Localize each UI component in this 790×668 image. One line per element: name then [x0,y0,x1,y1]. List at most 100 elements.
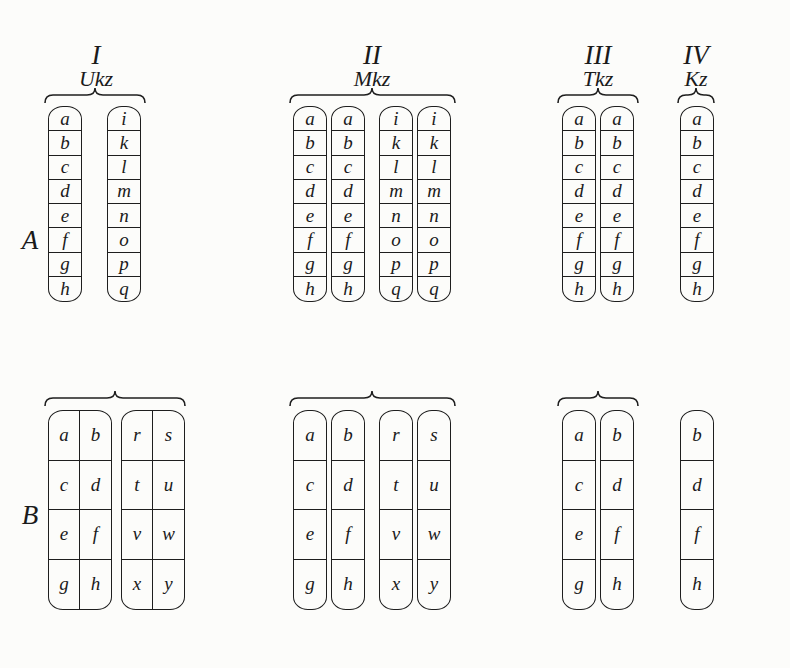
germ-column: iklmnopq [107,106,141,302]
germ-column: bdfh [680,410,714,610]
group-numeral: I [92,40,101,71]
id-letter: e [601,204,633,228]
id-letter: b [601,131,633,155]
id-letter: c [563,461,595,511]
id-letter: a [601,107,633,131]
brace [45,391,185,406]
id-letter: a [49,411,80,461]
germ-column: abcdefgh [680,106,714,302]
id-letter: r [380,411,412,461]
id-letter: p [380,253,412,277]
id-letter: g [294,560,326,610]
id-letter: d [681,180,713,204]
germ-column: iklmnopq [379,106,413,302]
id-letter: f [681,228,713,252]
germ-column: abcdefgh [331,106,365,302]
id-letter: d [601,180,633,204]
germ-column: iklmnopq [417,106,451,302]
id-letter: g [681,253,713,277]
id-letter: h [563,277,595,301]
id-letter: s [418,411,450,461]
id-letter: a [681,107,713,131]
id-letter: v [380,510,412,560]
id-letter: o [380,228,412,252]
id-letter: l [418,156,450,180]
id-letter: m [380,180,412,204]
id-letter: e [681,204,713,228]
id-letter: b [332,411,364,461]
id-letter: a [49,107,81,131]
germ-column: abcdefgh [48,106,82,302]
germ-column: abcdefgh [293,106,327,302]
group-name: Tkz [583,66,614,92]
id-letter: p [108,253,140,277]
id-letter: c [49,461,80,511]
id-letter: b [80,411,111,461]
id-letter: a [563,411,595,461]
germ-column: rstuvwxy [121,410,185,610]
id-letter: o [418,228,450,252]
id-letter: g [49,560,80,610]
id-letter: m [418,180,450,204]
id-letter: q [380,277,412,301]
germ-column: suwy [417,410,451,610]
id-letter: e [563,510,595,560]
germ-column: aceg [562,410,596,610]
id-letter: f [294,228,326,252]
brace [558,391,638,406]
id-letter: m [108,180,140,204]
germ-column: aceg [293,410,327,610]
id-letter: x [122,560,153,610]
id-letter: h [681,560,713,610]
id-letter: c [332,156,364,180]
row-label: A [22,225,39,256]
id-letter: e [49,204,81,228]
id-letter: f [49,228,81,252]
id-letter: c [49,156,81,180]
id-letter: b [563,131,595,155]
id-letter: f [601,510,633,560]
id-letter: h [332,277,364,301]
id-letter: c [563,156,595,180]
germ-column: abcdefgh [600,106,634,302]
id-letter: i [108,107,140,131]
id-letter: q [418,277,450,301]
id-letter: v [122,510,153,560]
id-letter: d [332,461,364,511]
id-letter: g [563,560,595,610]
group-name: Kz [684,66,707,92]
id-letter: b [332,131,364,155]
id-letter: c [294,461,326,511]
id-letter: t [380,461,412,511]
id-letter: d [294,180,326,204]
id-letter: g [563,253,595,277]
id-letter: k [108,131,140,155]
id-letter: x [380,560,412,610]
group-name: Ukz [79,66,113,92]
id-letter: h [332,560,364,610]
group-numeral: III [585,40,612,71]
id-letter: e [332,204,364,228]
id-letter: u [153,461,184,511]
id-letter: r [122,411,153,461]
id-letter: y [153,560,184,610]
id-letter: d [681,461,713,511]
id-letter: f [80,510,111,560]
id-letter: b [294,131,326,155]
id-letter: g [601,253,633,277]
group-numeral: II [363,40,381,71]
id-letter: n [380,204,412,228]
id-letter: n [108,204,140,228]
id-letter: f [332,228,364,252]
germ-column: abcdefgh [562,106,596,302]
id-letter: b [49,131,81,155]
id-letter: a [332,107,364,131]
id-letter: b [681,131,713,155]
germ-column: rtvx [379,410,413,610]
id-letter: e [563,204,595,228]
id-letter: e [294,510,326,560]
id-letter: k [418,131,450,155]
id-letter: e [49,510,80,560]
id-letter: g [49,253,81,277]
